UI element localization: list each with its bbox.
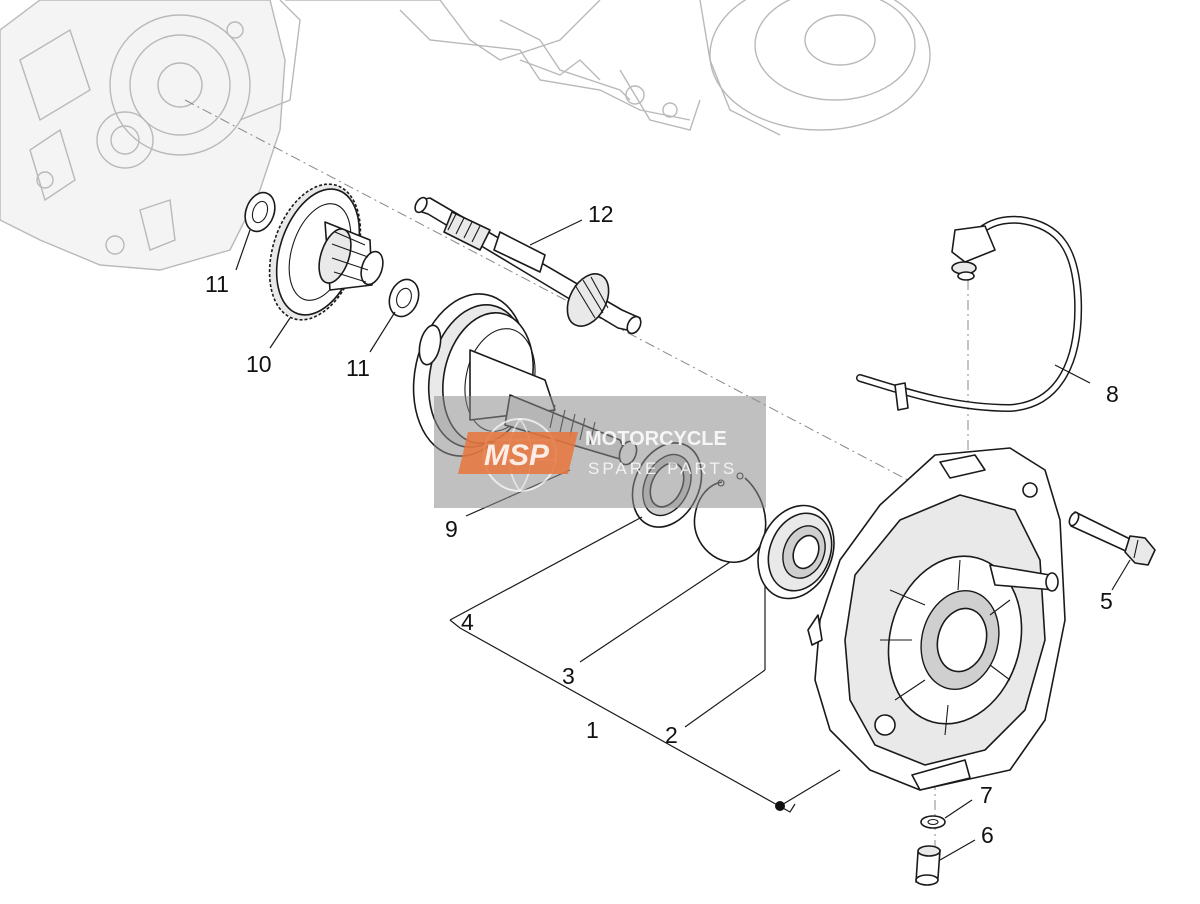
ghost-engine-casing-right <box>285 0 931 136</box>
breather-pipe-part-8 <box>856 215 1083 413</box>
screw-part-6 <box>915 845 941 886</box>
msp-logo-badge <box>458 432 578 474</box>
ball-bearing-part-2 <box>757 504 835 600</box>
assembly-marker-dot <box>775 801 785 811</box>
callout-12: 12 <box>588 201 614 227</box>
bolt-part-5 <box>1068 511 1156 566</box>
leader-lines <box>235 219 1131 861</box>
watermark-line2: SPARE PARTS <box>588 459 737 478</box>
intermediate-gear-part-10 <box>268 183 384 321</box>
callout-1: 1 <box>586 717 599 743</box>
callout-8: 8 <box>1106 381 1119 407</box>
callout-3: 3 <box>562 663 575 689</box>
callout-4: 4 <box>461 609 474 635</box>
callout-5: 5 <box>1100 588 1113 614</box>
watermark: MSP MOTORCYCLE SPARE PARTS <box>434 396 766 508</box>
ghost-engine-casing-left <box>0 0 301 271</box>
callout-2: 2 <box>665 722 678 748</box>
callout-6: 6 <box>981 822 994 848</box>
watermark-logo-text: MSP <box>484 439 550 472</box>
callout-7: 7 <box>980 782 993 808</box>
washer-part-11-right <box>388 278 420 318</box>
callout-11-right: 11 <box>346 355 370 381</box>
transmission-cover-part-1 <box>807 447 1066 791</box>
callout-9: 9 <box>445 516 458 542</box>
drive-shaft-part-12 <box>414 196 642 335</box>
callout-labels: 12 11 10 11 9 8 5 4 3 1 2 7 6 <box>205 201 1119 848</box>
callout-11-left: 11 <box>205 271 229 297</box>
washer-part-11-left <box>244 191 276 233</box>
callout-10: 10 <box>246 351 272 377</box>
watermark-line1: MOTORCYCLE <box>585 428 727 450</box>
washer-part-7 <box>920 815 946 829</box>
